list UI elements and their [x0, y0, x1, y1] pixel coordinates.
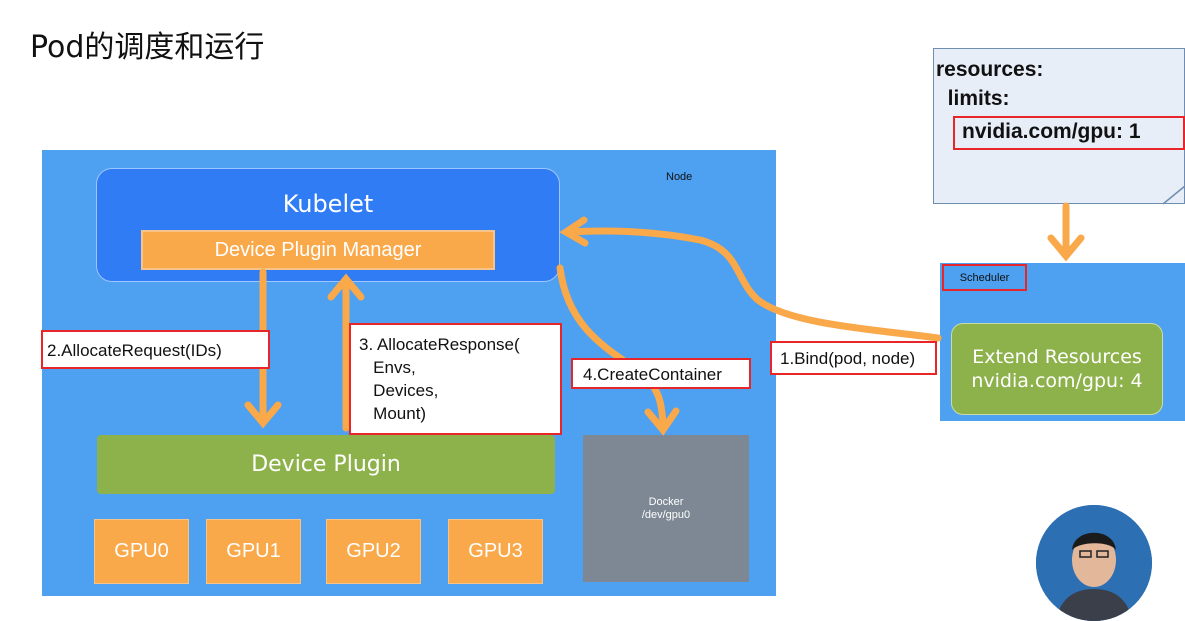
- node-label: Node: [666, 171, 693, 183]
- allocate-response-line-4: Mount): [359, 404, 427, 423]
- gpu-2: GPU2: [326, 519, 421, 584]
- device-plugin-manager: Device Plugin Manager: [141, 230, 495, 270]
- gpu-3: GPU3: [448, 519, 543, 584]
- docker-container: Docker /dev/gpu0: [583, 435, 749, 582]
- device-plugin: Device Plugin: [97, 435, 555, 494]
- arrow-create-container-head: [644, 407, 680, 436]
- gpu-1: GPU1: [206, 519, 301, 584]
- step-allocate-request: 2.AllocateRequest(IDs): [41, 330, 270, 369]
- extend-resources-title: Extend Resources: [972, 346, 1142, 368]
- step-bind: 1.Bind(pod, node): [770, 341, 937, 375]
- gpu-limit-highlight: [953, 116, 1185, 150]
- flow-arrows: [244, 185, 1185, 436]
- step-allocate-response: 3. AllocateResponse( Envs, Devices, Moun…: [349, 323, 562, 435]
- pod-spec-line-resources: resources:: [936, 58, 1044, 81]
- presenter-avatar-icon: [1036, 505, 1152, 621]
- scheduler-label: Scheduler: [942, 264, 1027, 291]
- allocate-response-line-3: Devices,: [359, 381, 439, 400]
- note-fold: [1162, 185, 1185, 205]
- arrow-bind: [566, 227, 942, 342]
- allocate-response-line-2: Envs,: [359, 358, 416, 377]
- pod-spec-line-gpu: nvidia.com/gpu: 1: [962, 120, 1141, 143]
- arrow-allocate-request-head: [244, 401, 282, 429]
- gpu-0: GPU0: [94, 519, 189, 584]
- arrow-spec-to-scheduler-head: [1047, 234, 1085, 262]
- arrow-allocate-response-head: [327, 273, 365, 301]
- arrow-create-container: [556, 264, 667, 429]
- extend-resources-value: nvidia.com/gpu: 4: [971, 370, 1143, 392]
- allocate-response-line-1: 3. AllocateResponse(: [359, 335, 520, 354]
- arrow-bind-head: [559, 216, 589, 247]
- kubelet-label: Kubelet: [282, 190, 374, 218]
- docker-device-path: /dev/gpu0: [641, 508, 691, 521]
- page-title: Pod的调度和运行: [30, 30, 265, 65]
- extend-resources-box: Extend Resources nvidia.com/gpu: 4: [951, 323, 1163, 415]
- pod-spec-line-limits: limits:: [936, 87, 1010, 110]
- docker-label: Docker: [648, 495, 684, 508]
- presenter-avatar: [1036, 505, 1152, 621]
- step-create-container: 4.CreateContainer: [571, 358, 751, 389]
